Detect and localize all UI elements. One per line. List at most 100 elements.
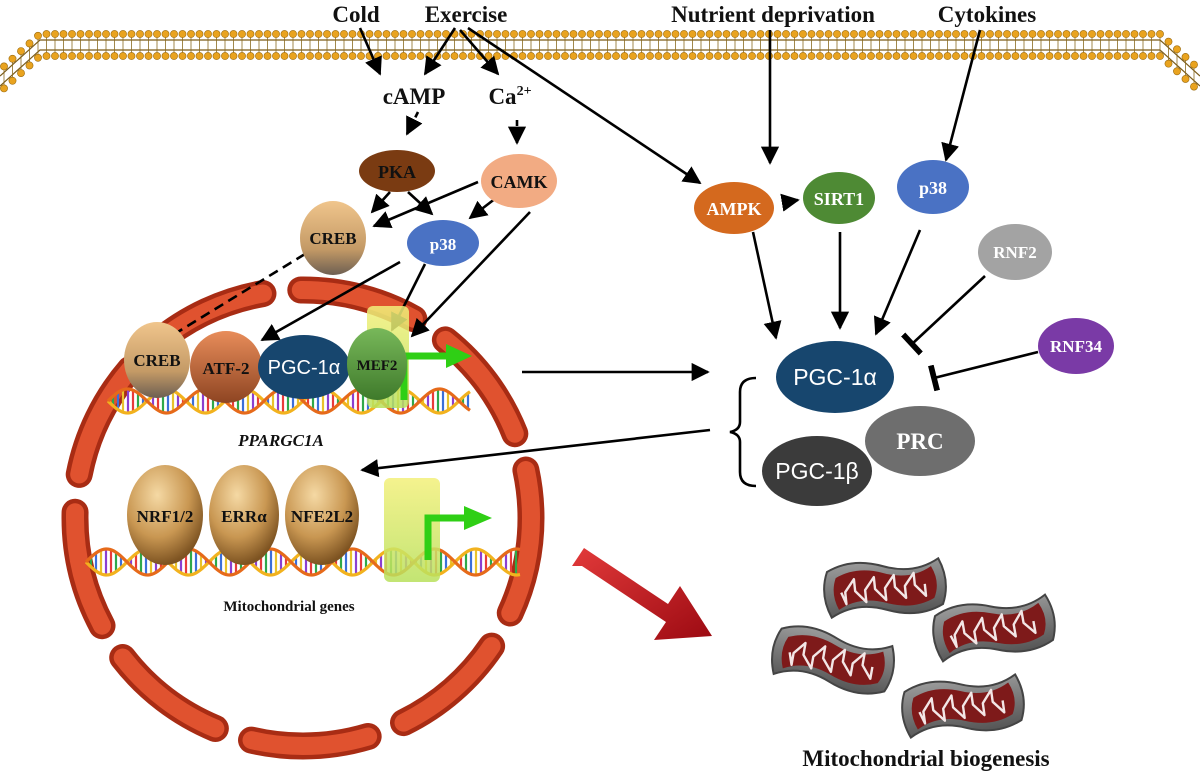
lipid-head — [535, 52, 544, 60]
lipid-head — [824, 52, 833, 60]
lipid-head — [850, 52, 858, 60]
coactivator-pgc1b: PGC-1β — [762, 436, 872, 506]
lipid-head — [425, 30, 433, 38]
lipid-head — [773, 30, 782, 38]
lipid-head — [212, 52, 221, 60]
lipid-head — [1113, 52, 1122, 60]
lipid-head — [272, 30, 280, 38]
lipid-head — [603, 52, 612, 60]
lipid-head — [884, 30, 892, 38]
lipid-head — [68, 30, 76, 38]
lipid-head — [51, 30, 59, 38]
lipid-head — [943, 30, 952, 38]
svg-text:CAMK: CAMK — [491, 172, 548, 192]
lipid-head — [331, 52, 340, 60]
lipid-head — [918, 52, 926, 60]
svg-text:NRF1/2: NRF1/2 — [137, 507, 194, 526]
lipid-head — [348, 30, 357, 38]
stimulus-cytokines: Cytokines — [938, 2, 1036, 27]
lipid-head — [637, 30, 646, 38]
lipid-head — [901, 52, 909, 60]
lipid-head — [1071, 30, 1079, 38]
lipid-head — [93, 52, 102, 60]
lipid-head — [59, 52, 68, 60]
lipid-head — [459, 52, 467, 60]
lipid-head — [960, 30, 969, 38]
svg-text:AMPK: AMPK — [707, 199, 762, 219]
lipid-head — [0, 84, 8, 93]
lipid-head — [680, 52, 688, 60]
lipid-head — [25, 39, 34, 48]
lipid-head — [697, 52, 705, 60]
coactivator-pgc1a: PGC-1α — [776, 341, 894, 413]
lipid-head — [646, 52, 654, 60]
lipid-head — [646, 30, 654, 38]
mitochondrion — [932, 593, 1056, 663]
lipid-head — [552, 30, 561, 38]
ppargc1a-gene-label: PPARGC1A — [237, 431, 324, 450]
lipid-head — [59, 30, 68, 38]
lipid-head — [1105, 52, 1113, 60]
lipid-head — [578, 52, 586, 60]
lipid-head — [595, 30, 603, 38]
svg-text:SIRT1: SIRT1 — [814, 189, 864, 209]
lipid-head — [119, 30, 127, 38]
lipid-head — [1164, 37, 1173, 46]
lipid-head — [408, 30, 416, 38]
lipid-head — [892, 30, 901, 38]
transcription-start-arrow-2 — [424, 514, 466, 560]
lipid-head — [1190, 82, 1198, 91]
lipid-head — [416, 52, 425, 60]
lipid-head — [671, 52, 680, 60]
camp-label: cAMP — [383, 84, 446, 109]
lipid-head — [187, 30, 195, 38]
lipid-head — [297, 52, 306, 60]
green-arrow-head-2 — [464, 506, 492, 530]
lipid-head — [578, 30, 586, 38]
lipid-head — [586, 30, 595, 38]
lipid-head — [170, 52, 178, 60]
lipid-head — [365, 30, 374, 38]
lipid-head — [1003, 30, 1011, 38]
node-camk: CAMK — [481, 154, 557, 208]
mitochondrion — [901, 672, 1025, 740]
lipid-head — [977, 52, 986, 60]
node-rnf2: RNF2 — [978, 224, 1052, 280]
lipid-head — [110, 30, 119, 38]
lipid-head — [127, 52, 136, 60]
lipid-head — [433, 30, 442, 38]
lipid-head — [399, 52, 408, 60]
lipid-head — [1181, 75, 1190, 83]
lipid-head — [399, 30, 408, 38]
lipid-head — [714, 30, 722, 38]
lipid-head — [425, 52, 433, 60]
lipid-head — [238, 30, 246, 38]
lipid-head — [935, 30, 943, 38]
lipid-head — [637, 52, 646, 60]
node-p38-left: p38 — [407, 220, 479, 266]
lipid-head — [178, 30, 187, 38]
svg-text:p38: p38 — [919, 178, 947, 198]
svg-text:p38: p38 — [430, 235, 456, 254]
lipid-head — [187, 52, 195, 60]
lipid-head — [68, 52, 76, 60]
svg-text:RNF2: RNF2 — [993, 243, 1036, 262]
lipid-head — [816, 52, 824, 60]
lipid-head — [374, 30, 382, 38]
lipid-head — [263, 52, 272, 60]
lipid-head — [756, 52, 765, 60]
svg-text:PGC-1α: PGC-1α — [268, 357, 341, 379]
lipid-head — [348, 52, 357, 60]
lipid-head — [748, 30, 756, 38]
lipid-head — [136, 52, 144, 60]
lipid-head — [34, 31, 42, 40]
lipid-head — [204, 30, 212, 38]
lipid-head — [1028, 30, 1037, 38]
lipid-head — [263, 30, 272, 38]
mitochondrial-biogenesis-label: Mitochondrial biogenesis — [802, 746, 1049, 771]
lipid-head — [42, 30, 51, 38]
lipid-head — [391, 52, 399, 60]
lipid-head — [1079, 52, 1088, 60]
lipid-head — [952, 52, 960, 60]
